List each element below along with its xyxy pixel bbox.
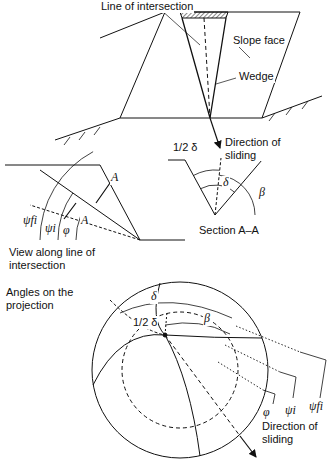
figure-label: A xyxy=(80,214,89,228)
figure-label: View along line of intersection xyxy=(8,246,140,271)
figure-label: ψfi xyxy=(308,400,324,414)
figure-label: β xyxy=(203,312,211,326)
figure-label: A xyxy=(110,171,119,185)
figure-label: Slope face xyxy=(232,34,286,47)
figure-label: Section A–A xyxy=(198,224,260,237)
figure-label: δ xyxy=(222,176,230,190)
figure-label: φ xyxy=(62,224,71,238)
figure-label: δ xyxy=(150,290,158,304)
figure-label: Wedge xyxy=(238,70,275,83)
figure-label: ψi xyxy=(284,404,297,418)
figure-label: ψfi xyxy=(22,214,38,228)
figure-label: 1/2 δ xyxy=(132,316,158,329)
figure-label: β xyxy=(258,186,266,200)
figure-label: Angles on the projection xyxy=(5,286,89,311)
figure-label: φ xyxy=(262,406,271,420)
figure-label: ψi xyxy=(44,222,57,236)
figure-label: Direction of sliding xyxy=(224,136,296,161)
figure-label: Line of intersection xyxy=(100,0,194,13)
figure-label: 1/2 δ xyxy=(172,141,198,154)
figure-label: Direction of sliding xyxy=(261,420,331,445)
